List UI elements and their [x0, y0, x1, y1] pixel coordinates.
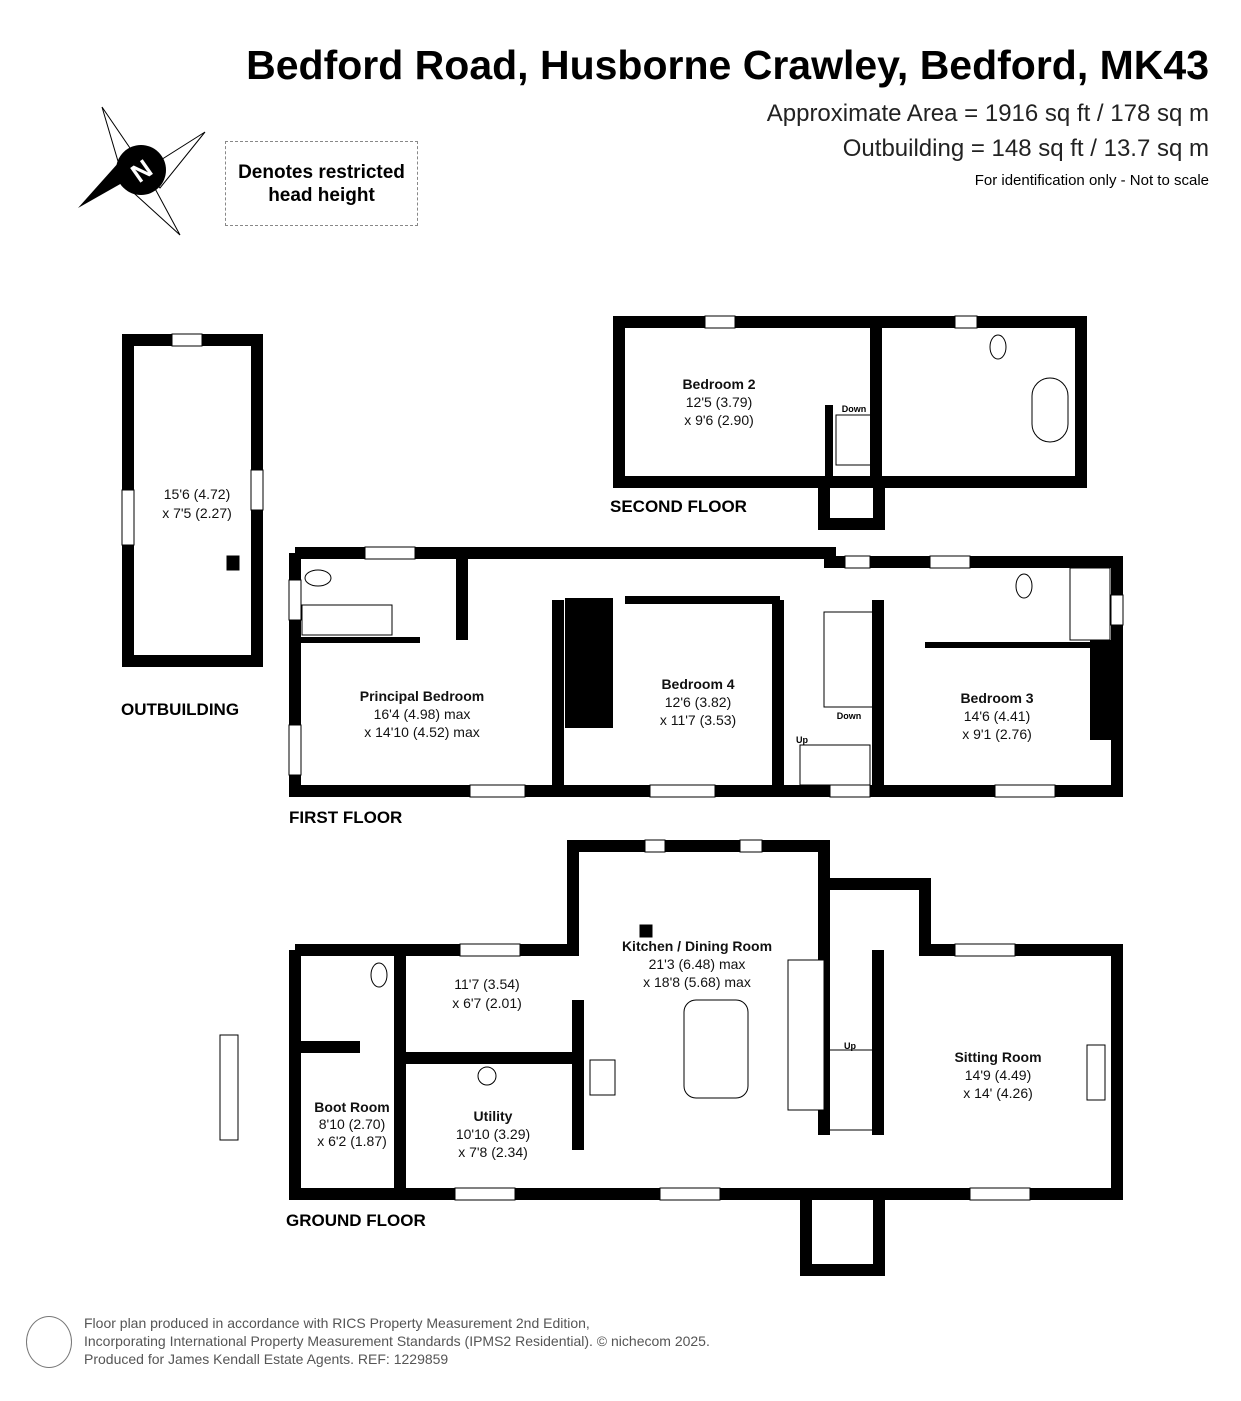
footer-line-2: Incorporating International Property Mea…: [84, 1333, 710, 1349]
stairs: [799, 414, 875, 1131]
principal-bedroom-name: Principal Bedroom: [360, 688, 484, 704]
bootroom-dim1: 8'10 (2.70): [319, 1116, 386, 1132]
walls: [122, 316, 1123, 1276]
compass-icon: N: [78, 106, 206, 236]
toilet-icon: [304, 569, 332, 587]
bath-icon: [301, 604, 393, 636]
utility-name: Utility: [474, 1108, 513, 1124]
outbuilding-dim1: 15'6 (4.72): [164, 486, 231, 502]
footer-line-3: Produced for James Kendall Estate Agents…: [84, 1351, 449, 1367]
windows: [121, 315, 1124, 1201]
floor-label-first: FIRST FLOOR: [289, 808, 402, 827]
toilet-icon: [989, 334, 1007, 360]
kitchen-dim2: x 18'8 (5.68) max: [643, 974, 751, 990]
ground-floor-walls: [289, 840, 1123, 1200]
porch-walls: [800, 1194, 885, 1276]
bedroom2-name: Bedroom 2: [682, 376, 755, 392]
bedroom2-dim2: x 9'6 (2.90): [684, 412, 754, 428]
shower-icon: [1069, 567, 1111, 641]
bedroom4-name: Bedroom 4: [661, 676, 734, 692]
principal-bedroom-dim1: 16'4 (4.98) max: [374, 706, 471, 722]
kitchen-counter: [787, 959, 825, 1111]
toilet-icon: [370, 962, 388, 988]
page-title: Bedford Road, Husborne Crawley, Bedford,…: [246, 42, 1209, 88]
fixtures: [226, 334, 1111, 1111]
kitchen-dim1: 21'3 (6.48) max: [649, 956, 746, 972]
toilet-icon: [1015, 573, 1033, 599]
stair-label-up: Up: [796, 735, 808, 745]
bootroom-name: Boot Room: [314, 1099, 389, 1115]
second-floor-walls: [613, 316, 1087, 488]
store-dim2: x 6'7 (2.01): [452, 995, 522, 1011]
floor-label-ground: GROUND FLOOR: [286, 1211, 426, 1230]
footer: Floor plan produced in accordance with R…: [84, 1314, 710, 1368]
floor-label-second: SECOND FLOOR: [610, 497, 747, 516]
bootroom-dim2: x 6'2 (1.87): [317, 1133, 387, 1149]
sitting-room-dim2: x 14' (4.26): [963, 1085, 1033, 1101]
bedroom3-dim2: x 9'1 (2.76): [962, 726, 1032, 742]
outbuilding-area: Outbuilding = 148 sq ft / 13.7 sq m: [842, 135, 1209, 162]
hob-icon: [589, 1059, 616, 1096]
stair-label-down: Down: [842, 404, 867, 414]
bedroom4-dim1: 12'6 (3.82): [665, 694, 732, 710]
approximate-area: Approximate Area = 1916 sq ft / 178 sq m: [766, 100, 1209, 127]
floor-label-outbuilding: OUTBUILDING: [121, 700, 239, 719]
legend-line-2: head height: [268, 184, 375, 206]
stair-label-up: Up: [844, 1041, 856, 1051]
footer-line-1: Floor plan produced in accordance with R…: [84, 1315, 590, 1331]
bedroom2-dim1: 12'5 (3.79): [686, 394, 753, 410]
store-dim1: 11'7 (3.54): [454, 976, 519, 992]
utility-dim2: x 7'8 (2.34): [458, 1144, 528, 1160]
fireplace-icon: [1086, 1044, 1106, 1101]
stair-label-down: Down: [837, 711, 862, 721]
person-icon: [26, 1316, 72, 1368]
bath-icon: [1031, 377, 1069, 443]
sitting-room-dim1: 14'9 (4.49): [965, 1067, 1032, 1083]
bedroom3-name: Bedroom 3: [960, 690, 1033, 706]
bedroom4-dim2: x 11'7 (3.53): [660, 712, 736, 728]
sink-icon: [477, 1066, 497, 1086]
bedroom3-dim1: 14'6 (4.41): [964, 708, 1031, 724]
principal-bedroom-dim2: x 14'10 (4.52) max: [364, 724, 480, 740]
utility-dim1: 10'10 (3.29): [456, 1126, 530, 1142]
first-floor-walls: [289, 547, 1123, 797]
kitchen-name: Kitchen / Dining Room: [622, 938, 772, 954]
legend-line-1: Denotes restricted: [238, 161, 405, 183]
sitting-room-name: Sitting Room: [954, 1049, 1041, 1065]
outbuilding-dim2: x 7'5 (2.27): [162, 505, 232, 521]
disclaimer: For identification only - Not to scale: [974, 172, 1209, 189]
kitchen-island: [683, 999, 749, 1099]
second-floor-stair-walls: [818, 482, 885, 530]
